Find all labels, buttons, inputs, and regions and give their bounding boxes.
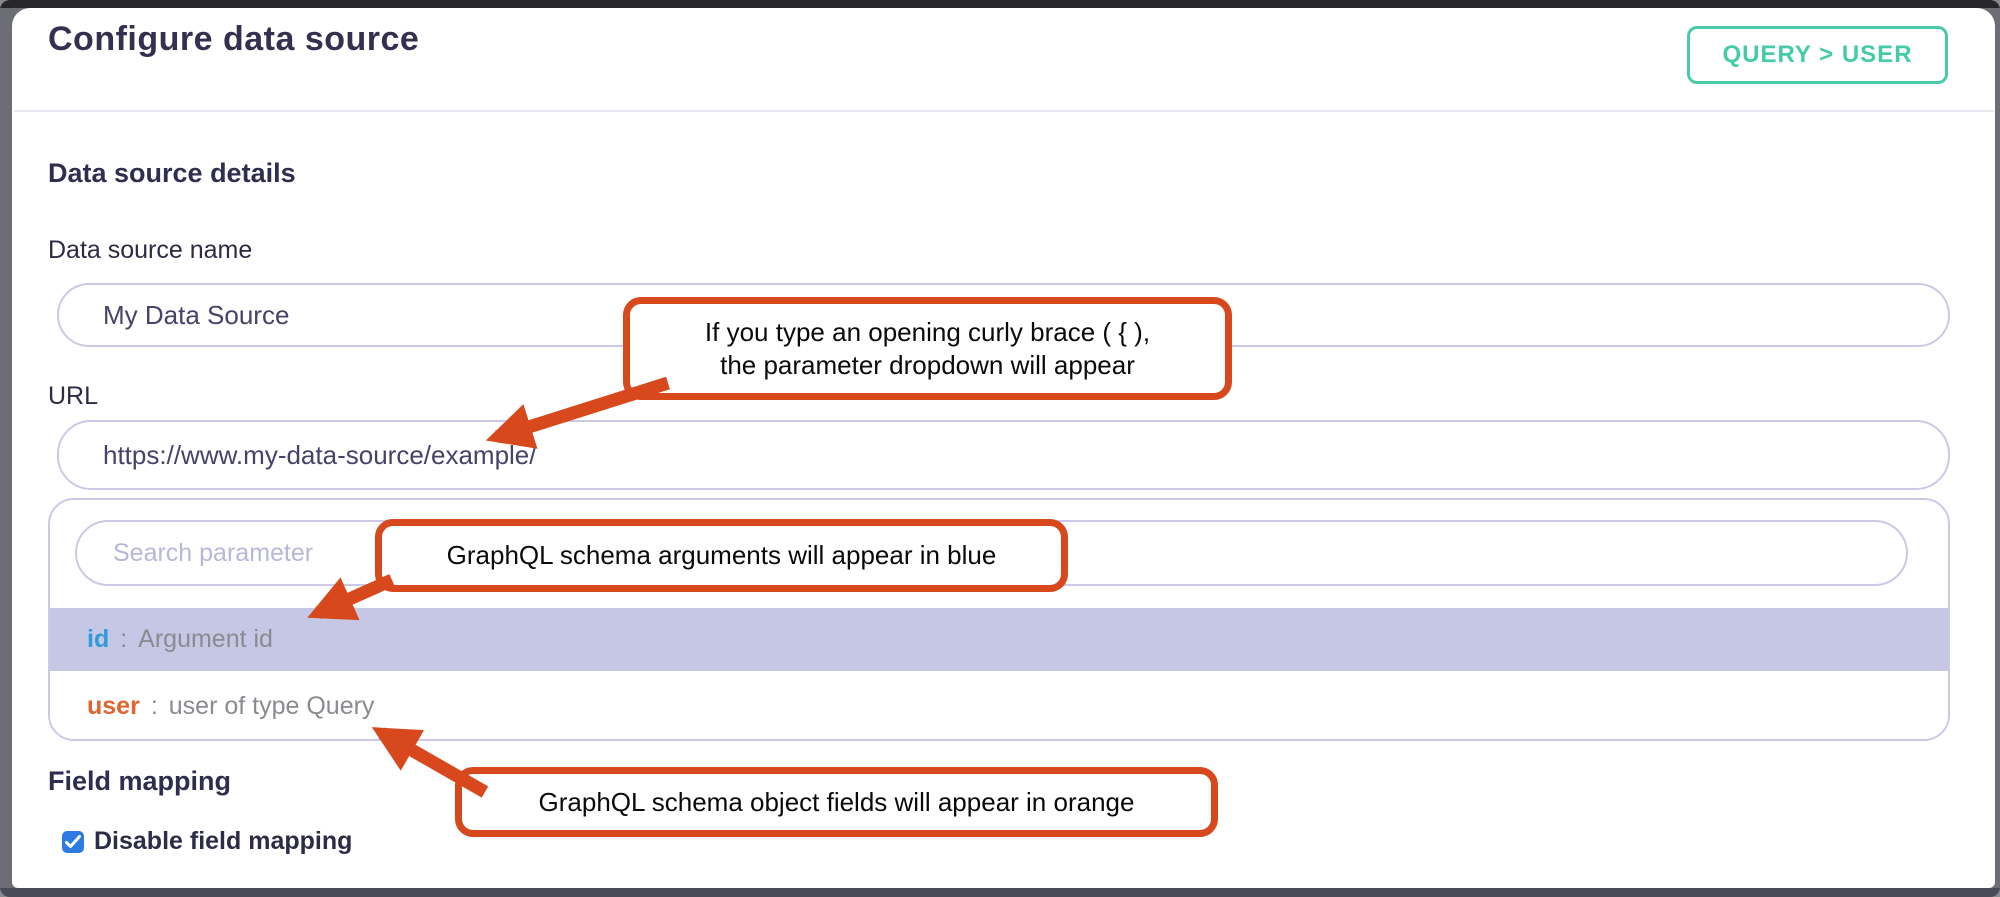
url-field-label: URL	[48, 382, 99, 410]
annotation-text-line: the parameter dropdown will appear	[720, 349, 1135, 380]
window-frame-top	[0, 0, 2000, 8]
annotation-text-line: If you type an opening curly brace ( { )…	[704, 316, 1151, 347]
separator: :	[120, 625, 128, 653]
separator: :	[150, 691, 158, 720]
parameter-dropdown-panel: id : Argument id user : user of type Que…	[48, 498, 1950, 741]
annotation-text-line: GraphQL schema arguments will appear in …	[446, 540, 997, 570]
url-input[interactable]	[57, 420, 1950, 490]
annotation-text-line: GraphQL schema object fields will appear…	[538, 786, 1135, 817]
disable-field-mapping-label: Disable field mapping	[94, 827, 353, 855]
field-mapping-heading: Field mapping	[48, 766, 232, 796]
annotation-object-fields-orange-callout: GraphQL schema object fields will appear…	[455, 767, 1218, 837]
checkmark-icon	[65, 835, 81, 848]
annotation-curly-brace-callout: If you type an opening curly brace ( { )…	[623, 297, 1232, 400]
dropdown-item-user[interactable]: user : user of type Query	[50, 671, 1948, 739]
details-section-heading: Data source details	[48, 158, 296, 188]
annotation-arguments-blue-callout: GraphQL schema arguments will appear in …	[375, 519, 1068, 592]
header-divider	[14, 110, 1994, 112]
argument-name: id	[87, 625, 110, 653]
window-frame-bottom	[0, 888, 2000, 897]
disable-field-mapping-checkbox[interactable]	[62, 831, 84, 853]
object-field-description: user of type Query	[168, 691, 375, 720]
page-title: Configure data source	[48, 20, 420, 58]
argument-description: Argument id	[138, 625, 273, 653]
name-field-label: Data source name	[48, 236, 253, 264]
dropdown-item-id[interactable]: id : Argument id	[50, 608, 1948, 671]
query-user-badge[interactable]: QUERY > USER	[1687, 26, 1948, 84]
object-field-name: user	[87, 691, 140, 720]
